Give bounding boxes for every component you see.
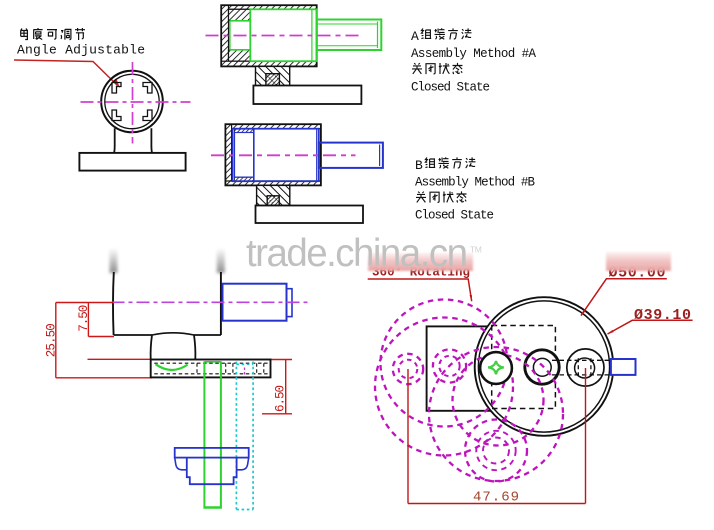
svg-text:Assembly Method #A: Assembly Method #A — [411, 47, 536, 61]
svg-text:Closed State: Closed State — [415, 209, 494, 223]
svg-text:Angle Adjustable: Angle Adjustable — [17, 43, 145, 58]
svg-text:Closed State: Closed State — [411, 81, 490, 95]
svg-text:47.69: 47.69 — [473, 490, 519, 506]
svg-text:6.50: 6.50 — [274, 385, 288, 412]
svg-text:trade.china.cn: trade.china.cn — [246, 232, 468, 275]
svg-text:B: B — [415, 158, 423, 173]
svg-text:7.50: 7.50 — [77, 305, 91, 332]
svg-text:A: A — [411, 29, 419, 44]
svg-text:25.50: 25.50 — [44, 323, 58, 357]
svg-text:TM: TM — [470, 245, 482, 255]
svg-text:Ø39.10: Ø39.10 — [634, 307, 691, 324]
svg-text:Assembly Method #B: Assembly Method #B — [415, 176, 535, 190]
